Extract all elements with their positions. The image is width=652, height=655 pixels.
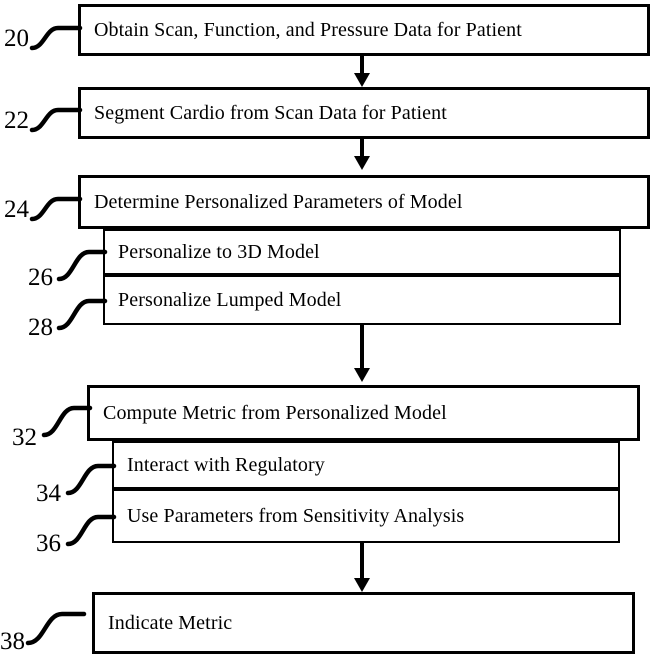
compute-metric-step-label: Compute Metric from Personalized Model	[103, 402, 447, 424]
personalize-3d-model-substep[interactable]: Personalize to 3D Model	[103, 229, 621, 275]
leader-line-38	[25, 611, 87, 646]
interact-regulatory-substep[interactable]: Interact with Regulatory	[112, 441, 620, 489]
segment-cardio-step-label: Segment Cardio from Scan Data for Patien…	[94, 102, 447, 124]
leader-line-32	[41, 405, 93, 438]
use-parameters-substep[interactable]: Use Parameters from Sensitivity Analysis	[112, 489, 620, 543]
ref-number-22: 22	[4, 107, 29, 134]
indicate-metric-step-label: Indicate Metric	[108, 612, 233, 634]
personalize-lumped-model-substep[interactable]: Personalize Lumped Model	[103, 275, 621, 325]
arrow-28-to-32	[354, 325, 370, 382]
ref-number-34: 34	[36, 480, 61, 507]
personalize-3d-model-substep-label: Personalize to 3D Model	[118, 241, 320, 263]
arrow-22-to-24	[354, 139, 370, 170]
compute-metric-step[interactable]: Compute Metric from Personalized Model	[87, 385, 640, 441]
segment-cardio-step[interactable]: Segment Cardio from Scan Data for Patien…	[78, 87, 650, 139]
use-parameters-substep-label: Use Parameters from Sensitivity Analysis	[127, 505, 465, 527]
interact-regulatory-substep-label: Interact with Regulatory	[127, 454, 325, 476]
indicate-metric-step[interactable]: Indicate Metric	[92, 592, 635, 654]
leader-line-26	[56, 249, 108, 282]
personalize-lumped-model-substep-label: Personalize Lumped Model	[118, 289, 342, 311]
leader-line-24	[29, 196, 83, 222]
leader-line-28	[56, 298, 108, 331]
leader-line-34	[65, 463, 117, 496]
determine-parameters-step-label: Determine Personalized Parameters of Mod…	[94, 191, 463, 213]
leader-line-22	[29, 107, 83, 133]
ref-number-28: 28	[28, 314, 53, 341]
ref-number-26: 26	[28, 264, 53, 291]
obtain-data-step-label: Obtain Scan, Function, and Pressure Data…	[94, 19, 522, 41]
leader-line-36	[65, 514, 117, 547]
ref-number-24: 24	[4, 196, 29, 223]
leader-line-20	[29, 25, 83, 51]
arrow-36-to-38	[354, 543, 370, 592]
ref-number-38: 38	[0, 628, 25, 655]
ref-number-32: 32	[12, 424, 37, 451]
arrow-20-to-22	[354, 56, 370, 87]
ref-number-20: 20	[4, 25, 29, 52]
determine-parameters-step[interactable]: Determine Personalized Parameters of Mod…	[78, 175, 650, 229]
obtain-data-step[interactable]: Obtain Scan, Function, and Pressure Data…	[78, 4, 650, 56]
ref-number-36: 36	[36, 530, 61, 557]
